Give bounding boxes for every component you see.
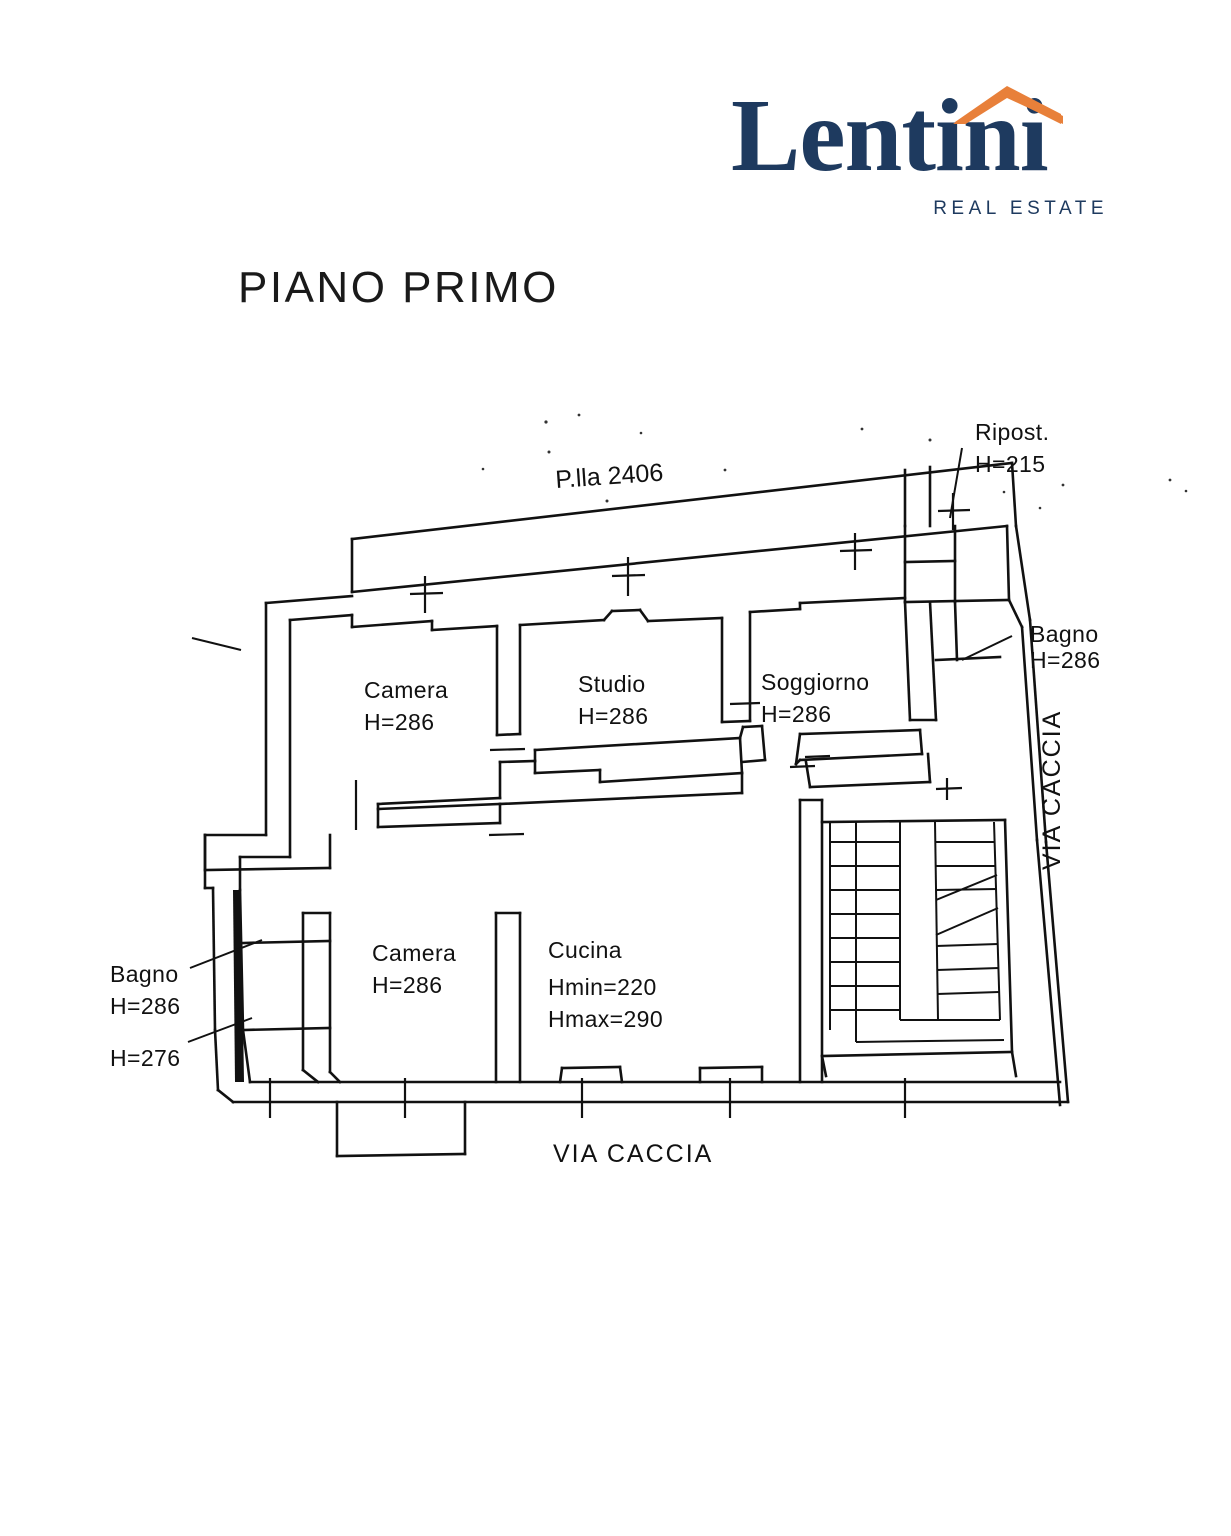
street-label-right: VIA CACCIA — [1038, 710, 1066, 870]
window-ticks-bottom — [268, 1065, 907, 1158]
window-ticks-top — [409, 493, 971, 613]
room-height-camera-top: H=286 — [364, 709, 434, 735]
room-height-studio: H=286 — [578, 703, 648, 729]
room-label-camera-top: Camera — [364, 677, 448, 703]
room-height-ripostiglio: H=215 — [975, 451, 1045, 477]
room-height-bagno-right: H=286 — [1030, 647, 1100, 673]
leader-lines — [187, 447, 1013, 1043]
room-height-bagno-left: H=286 — [110, 993, 180, 1019]
parcel-label: P.lla 2406 — [554, 459, 664, 494]
page-title: PIANO PRIMO — [238, 263, 559, 312]
staircase — [820, 818, 1018, 1078]
room-label-soggiorno: Soggiorno — [761, 669, 869, 695]
walls-lower-rooms — [233, 798, 824, 1084]
floor-plan-drawing: P.lla 2406 Camera H=286 Studio H=286 Sog… — [110, 413, 1188, 1168]
floor-plan: P.lla 2406 Camera H=286 Studio H=286 Sog… — [0, 330, 1231, 1230]
plan-labels: P.lla 2406 Camera H=286 Studio H=286 Sog… — [110, 419, 1100, 1168]
room-height-soggiorno: H=286 — [761, 701, 831, 727]
room-label-studio: Studio — [578, 671, 646, 697]
walls-corridor — [203, 701, 963, 872]
room-height-cucina-max: Hmax=290 — [548, 1006, 663, 1032]
room-height-cucina-min: Hmin=220 — [548, 974, 657, 1000]
brand-tagline: REAL ESTATE — [933, 198, 1108, 219]
room-label-camera-bottom: Camera — [372, 940, 456, 966]
room-label-bagno-right: Bagno — [1030, 621, 1099, 647]
room-label-cucina: Cucina — [548, 937, 622, 963]
walls-upper-rooms — [350, 596, 1002, 737]
roof-icon — [953, 86, 1063, 124]
scan-specks — [481, 413, 1188, 510]
street-label-bottom: VIA CACCIA — [553, 1140, 713, 1168]
room-label-ripostiglio: Ripost. — [975, 419, 1049, 445]
building-outline — [203, 461, 1070, 1107]
room-height-camera-bottom: H=286 — [372, 972, 442, 998]
room-label-bagno-left: Bagno — [110, 961, 179, 987]
extra-height-label: H=276 — [110, 1045, 180, 1071]
brand-logo: Lentini REAL ESTATE — [725, 78, 1110, 223]
